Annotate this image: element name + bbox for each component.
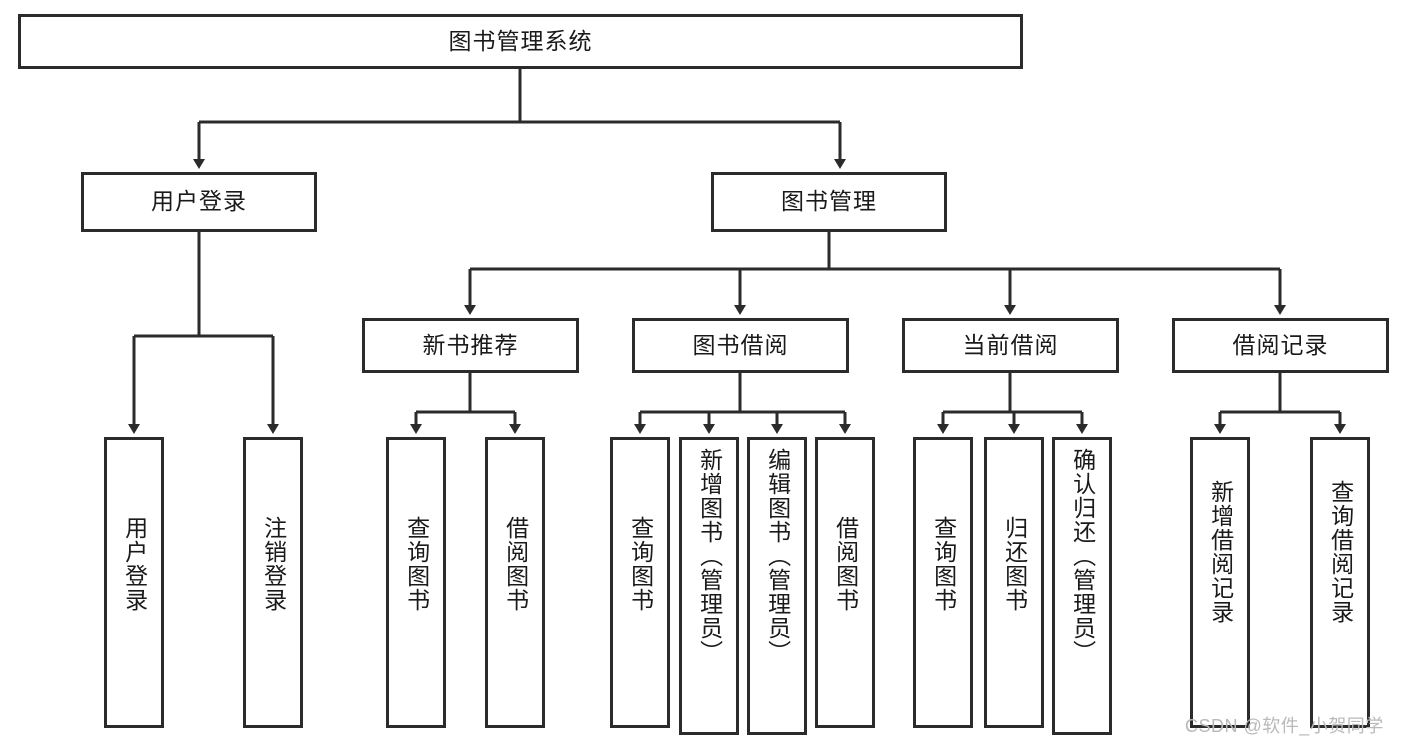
leaf-query-book-current[interactable]: 查询图书 xyxy=(913,437,973,728)
leaf-query-book-current-label: 查询图书 xyxy=(930,516,957,612)
node-borrow-record-label: 借阅记录 xyxy=(1232,331,1329,358)
node-book-management[interactable]: 图书管理 xyxy=(711,172,947,232)
leaf-add-borrow-record[interactable]: 新增借阅记录 xyxy=(1190,437,1250,728)
leaf-query-book-borrow-label: 查询图书 xyxy=(627,516,654,612)
csdn-watermark: CSDN @软件_小贺同学 xyxy=(1185,716,1384,736)
node-user-login-label: 用户登录 xyxy=(151,188,247,215)
leaf-add-book-admin[interactable]: 新增图书（管理员） xyxy=(679,437,739,735)
node-current-borrow[interactable]: 当前借阅 xyxy=(902,318,1119,373)
leaf-query-borrow-record-label: 查询借阅记录 xyxy=(1327,480,1354,624)
leaf-query-book-newbook[interactable]: 查询图书 xyxy=(386,437,446,728)
leaf-user-login-label: 用户登录 xyxy=(121,516,148,612)
node-book-borrow-label: 图书借阅 xyxy=(692,331,789,358)
leaf-borrow-book-borrow[interactable]: 借阅图书 xyxy=(815,437,875,728)
leaf-add-borrow-record-label: 新增借阅记录 xyxy=(1207,480,1234,624)
leaf-query-book-newbook-label: 查询图书 xyxy=(403,516,430,612)
leaf-return-book-label: 归还图书 xyxy=(1001,516,1028,612)
leaf-borrow-book-newbook[interactable]: 借阅图书 xyxy=(485,437,545,728)
leaf-add-book-admin-label: 新增图书（管理员） xyxy=(696,448,723,664)
leaf-logout[interactable]: 注销登录 xyxy=(243,437,303,728)
leaf-user-login[interactable]: 用户登录 xyxy=(104,437,164,728)
leaf-confirm-return-admin[interactable]: 确认归还（管理员） xyxy=(1052,437,1112,735)
node-root[interactable]: 图书管理系统 xyxy=(18,14,1023,69)
leaf-logout-label: 注销登录 xyxy=(260,516,287,612)
leaf-borrow-book-borrow-label: 借阅图书 xyxy=(832,516,859,612)
leaf-query-book-borrow[interactable]: 查询图书 xyxy=(610,437,670,728)
node-new-book-recommend-label: 新书推荐 xyxy=(422,331,519,358)
leaf-confirm-return-admin-label: 确认归还（管理员） xyxy=(1069,448,1096,664)
leaf-query-borrow-record[interactable]: 查询借阅记录 xyxy=(1310,437,1370,728)
leaf-borrow-book-newbook-label: 借阅图书 xyxy=(502,516,529,612)
node-borrow-record[interactable]: 借阅记录 xyxy=(1172,318,1389,373)
node-root-label: 图书管理系统 xyxy=(448,27,593,54)
node-new-book-recommend[interactable]: 新书推荐 xyxy=(362,318,579,373)
node-book-management-label: 图书管理 xyxy=(781,188,877,215)
node-book-borrow[interactable]: 图书借阅 xyxy=(632,318,849,373)
leaf-return-book[interactable]: 归还图书 xyxy=(984,437,1044,728)
leaf-edit-book-admin-label: 编辑图书（管理员） xyxy=(764,448,791,664)
leaf-edit-book-admin[interactable]: 编辑图书（管理员） xyxy=(747,437,807,735)
node-current-borrow-label: 当前借阅 xyxy=(962,331,1059,358)
node-user-login[interactable]: 用户登录 xyxy=(81,172,317,232)
